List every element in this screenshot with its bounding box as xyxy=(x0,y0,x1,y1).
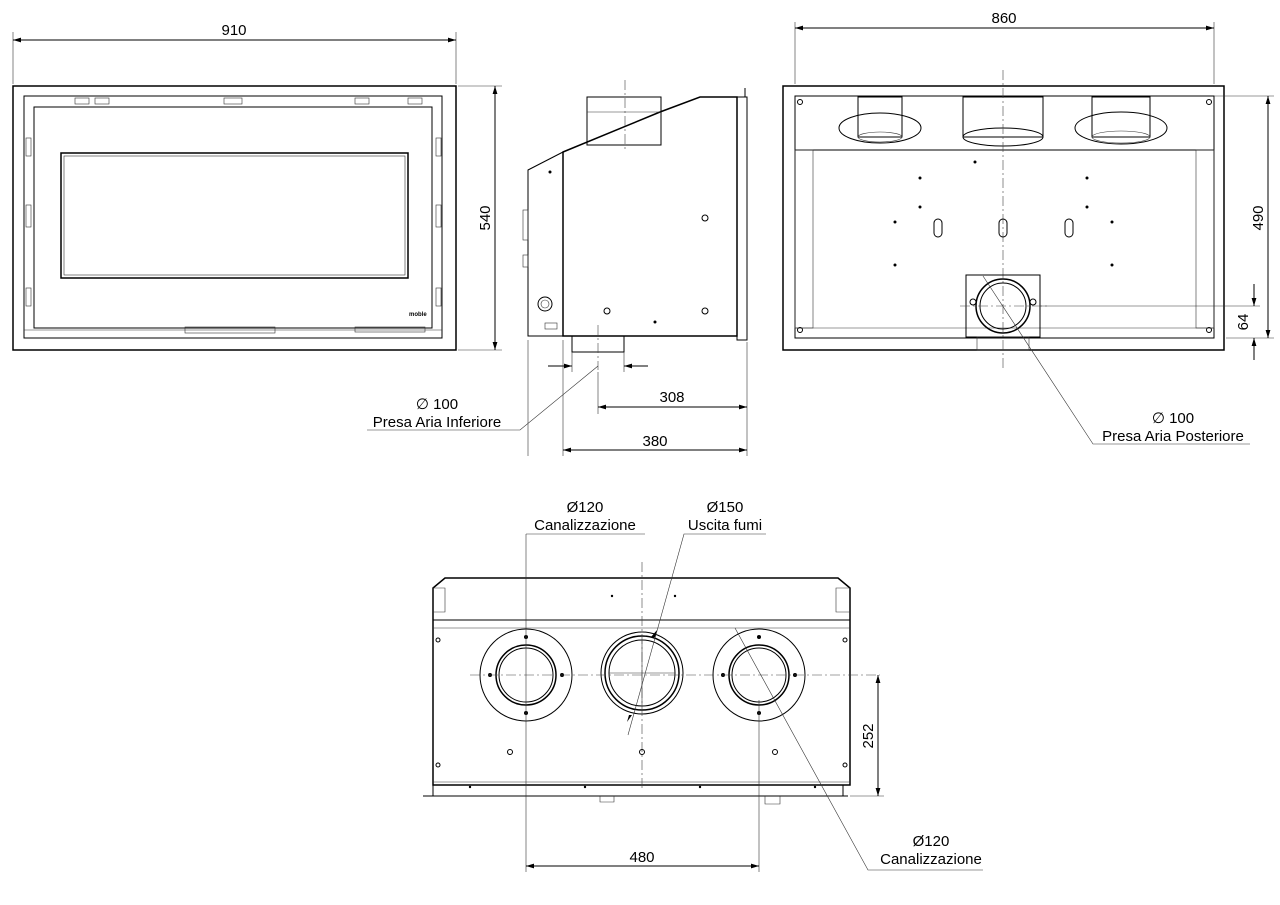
flue-label: Uscita fumi xyxy=(688,517,762,534)
rear-collar-right xyxy=(1074,96,1168,145)
duct-right-diameter: Ø120 xyxy=(913,833,950,850)
dim-rear-width: 860 xyxy=(991,10,1016,27)
dim-front-height: 540 xyxy=(477,205,494,230)
rear-intake-diameter: ∅ 100 xyxy=(1152,410,1194,427)
brand-mark: moble xyxy=(409,312,427,318)
dim-top-480: 480 xyxy=(629,849,654,866)
flue-diameter: Ø150 xyxy=(707,499,744,516)
duct-left-label: Canalizzazione xyxy=(534,517,636,534)
dim-rear-height: 490 xyxy=(1250,205,1267,230)
duct-right-label: Canalizzazione xyxy=(880,851,982,868)
dim-top-252: 252 xyxy=(860,723,877,748)
rear-intake-label: Presa Aria Posteriore xyxy=(1102,428,1244,445)
dim-side-308: 308 xyxy=(659,389,684,406)
lower-intake-diameter: ∅ 100 xyxy=(416,396,458,413)
rear-collar-left xyxy=(838,96,922,144)
lower-intake-label: Presa Aria Inferiore xyxy=(373,414,501,431)
rear-view: 860 490 64 ∅ 100 Presa Aria Posteriore xyxy=(782,10,1274,445)
dim-front-width: 910 xyxy=(221,22,246,39)
front-view: moble 910 540 xyxy=(12,22,502,351)
side-view: ∅ 100 Presa Aria Inferiore 308 380 xyxy=(367,80,748,456)
dim-side-380: 380 xyxy=(642,433,667,450)
dim-rear-64: 64 xyxy=(1235,314,1252,331)
duct-left-diameter: Ø120 xyxy=(567,499,604,516)
top-view: Ø120 Canalizzazione Ø150 Uscita fumi Ø12… xyxy=(423,499,983,872)
